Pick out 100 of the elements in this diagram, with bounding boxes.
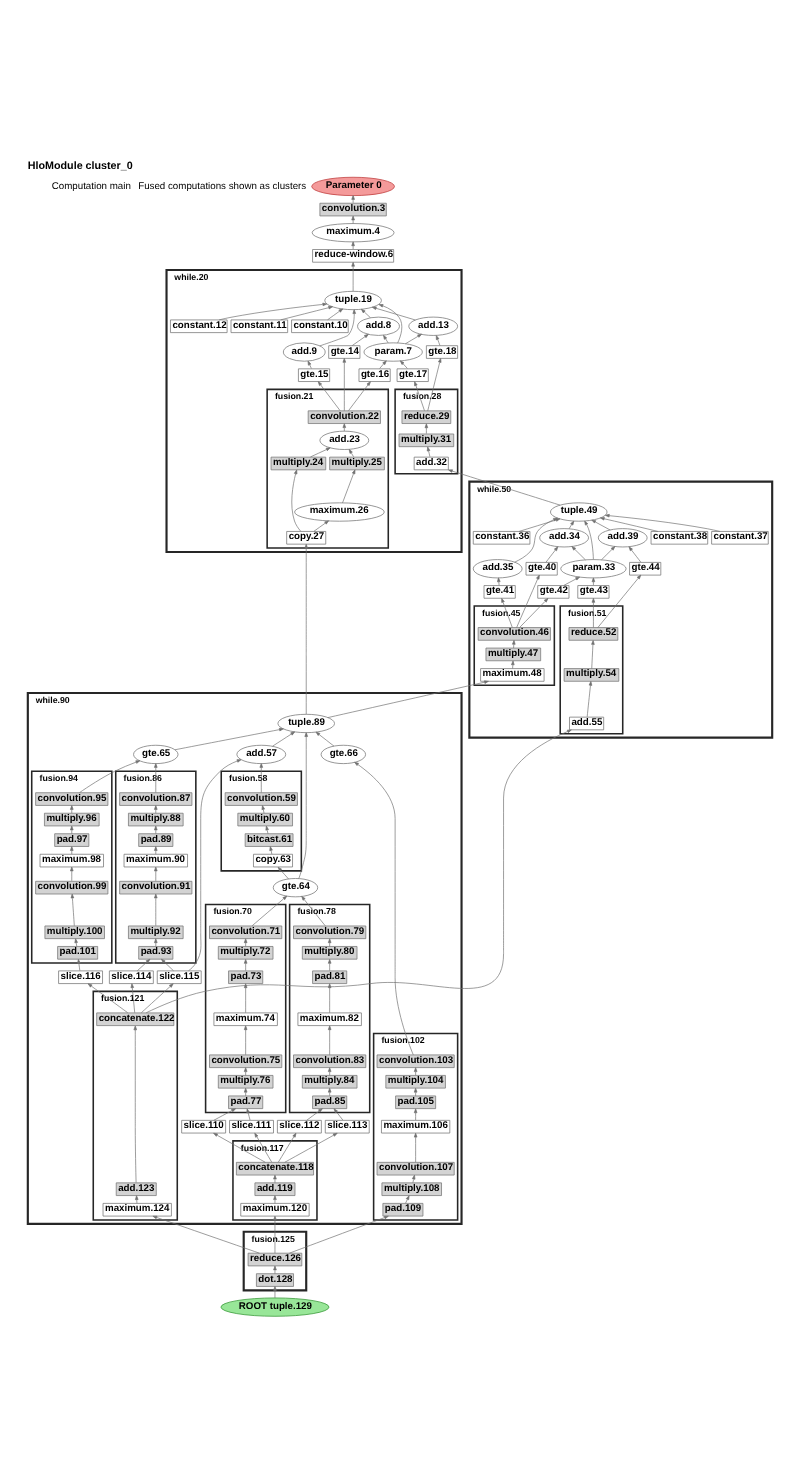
arrow bbox=[327, 938, 332, 947]
arrow bbox=[273, 1286, 277, 1299]
arrow bbox=[70, 805, 74, 814]
arrow bbox=[277, 866, 289, 880]
arrow bbox=[133, 1025, 137, 1183]
arrow bbox=[327, 308, 344, 321]
arrow bbox=[246, 1108, 251, 1121]
arrow bbox=[70, 893, 75, 927]
arrow bbox=[243, 1025, 248, 1056]
arrow bbox=[412, 1174, 416, 1184]
arrow bbox=[154, 805, 158, 814]
arrow bbox=[261, 805, 265, 814]
arrow bbox=[351, 241, 355, 250]
arrow bbox=[351, 262, 355, 292]
arrow bbox=[319, 309, 356, 347]
arrow bbox=[424, 423, 429, 434]
arrow bbox=[145, 729, 572, 1014]
arrow bbox=[154, 866, 158, 882]
arrow bbox=[310, 447, 331, 458]
arrow bbox=[584, 520, 594, 560]
arrow bbox=[414, 381, 425, 411]
arrow bbox=[426, 446, 431, 458]
arrow bbox=[306, 1108, 323, 1121]
arrow bbox=[70, 825, 74, 834]
arrow bbox=[272, 731, 296, 747]
arrow bbox=[130, 983, 136, 1014]
arrow bbox=[213, 1132, 266, 1163]
arrow bbox=[243, 1067, 248, 1076]
arrow bbox=[512, 640, 516, 649]
arrow bbox=[327, 1067, 332, 1076]
arrow bbox=[243, 1087, 248, 1097]
arrow bbox=[413, 1108, 418, 1121]
arrow bbox=[400, 360, 408, 369]
arrow bbox=[405, 333, 422, 345]
arrow bbox=[278, 1132, 297, 1163]
arrow bbox=[154, 938, 158, 947]
arrow bbox=[79, 760, 141, 793]
arrow bbox=[265, 825, 269, 834]
arrow bbox=[213, 1108, 236, 1121]
arrow bbox=[259, 763, 263, 793]
arrow bbox=[251, 895, 288, 927]
arrow bbox=[154, 825, 158, 834]
arrow bbox=[315, 731, 335, 747]
arrow bbox=[497, 577, 501, 586]
arrow bbox=[405, 1195, 410, 1204]
arrow bbox=[591, 577, 596, 586]
arrow bbox=[135, 1195, 139, 1204]
arrow bbox=[371, 306, 416, 321]
arrow bbox=[174, 727, 284, 751]
arrow bbox=[327, 680, 489, 718]
arrow bbox=[301, 896, 326, 927]
arrow bbox=[519, 598, 549, 628]
arrow bbox=[304, 543, 308, 715]
arrow bbox=[342, 469, 356, 504]
arrow bbox=[154, 893, 158, 927]
arrow bbox=[243, 938, 248, 947]
arrow bbox=[448, 469, 561, 506]
arrow bbox=[243, 959, 248, 971]
arrow bbox=[351, 333, 369, 346]
arrow bbox=[273, 1215, 277, 1254]
arrow bbox=[154, 846, 158, 855]
arrow bbox=[413, 1087, 418, 1097]
arrow bbox=[354, 761, 414, 1056]
arrow bbox=[243, 983, 248, 1014]
arrow bbox=[545, 546, 559, 563]
arrow bbox=[74, 938, 78, 947]
arrow bbox=[516, 574, 540, 628]
arrow bbox=[313, 520, 329, 532]
arrow bbox=[348, 449, 354, 458]
arrow bbox=[136, 958, 151, 972]
arrow bbox=[70, 866, 74, 882]
arrow bbox=[307, 360, 312, 369]
arrow bbox=[605, 514, 721, 532]
arrow bbox=[427, 358, 442, 412]
arrow bbox=[586, 681, 593, 718]
arrow bbox=[141, 983, 174, 1014]
arrow bbox=[591, 519, 611, 531]
arrow bbox=[291, 469, 301, 532]
arrow bbox=[348, 381, 371, 411]
arrow bbox=[273, 1174, 277, 1184]
arrow bbox=[351, 215, 355, 224]
arrow bbox=[501, 598, 513, 628]
arrow bbox=[591, 598, 596, 628]
arrow bbox=[188, 759, 242, 972]
arrow bbox=[435, 335, 441, 346]
arrow bbox=[628, 546, 642, 563]
arrow bbox=[591, 640, 595, 669]
arrow bbox=[327, 1087, 332, 1097]
arrow bbox=[280, 306, 333, 321]
arrow bbox=[600, 517, 659, 532]
arrow bbox=[218, 302, 328, 321]
arrow bbox=[284, 1132, 338, 1163]
arrow bbox=[289, 1215, 389, 1254]
arrow bbox=[87, 983, 128, 1014]
arrow bbox=[378, 304, 403, 344]
arrow bbox=[327, 983, 332, 1014]
arrow bbox=[327, 959, 332, 971]
arrow bbox=[342, 358, 347, 412]
arrow bbox=[361, 308, 371, 319]
arrow bbox=[77, 959, 81, 971]
